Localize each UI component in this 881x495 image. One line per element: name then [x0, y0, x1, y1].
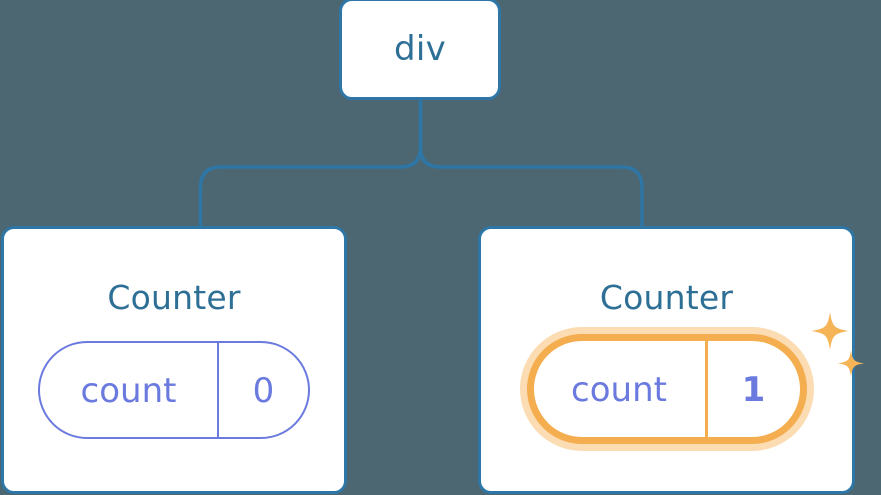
state-pill-wrapper: count 1 [526, 312, 864, 444]
state-pill-divider [217, 343, 219, 437]
state-pill-highlighted[interactable]: count 1 [526, 334, 807, 444]
state-value: 1 [741, 370, 766, 410]
root-node-label: div [393, 29, 447, 69]
state-pill-wrapper: count 0 [38, 341, 310, 439]
root-node-div[interactable]: div [339, 0, 501, 100]
component-title: Counter [599, 278, 734, 317]
sparkle-icons [810, 312, 864, 377]
state-pill-divider [704, 341, 708, 437]
state-key: count [80, 371, 177, 411]
state-key: count [571, 370, 667, 410]
component-card-counter-left[interactable]: Counter count 0 [1, 226, 347, 494]
component-title: Counter [107, 278, 241, 317]
sparkle-small-icon [837, 350, 864, 377]
component-card-counter-right[interactable]: Counter count 1 [478, 226, 864, 494]
state-pill[interactable]: count 0 [38, 341, 310, 439]
state-value: 0 [252, 371, 275, 411]
sparkle-large-icon [810, 312, 849, 350]
